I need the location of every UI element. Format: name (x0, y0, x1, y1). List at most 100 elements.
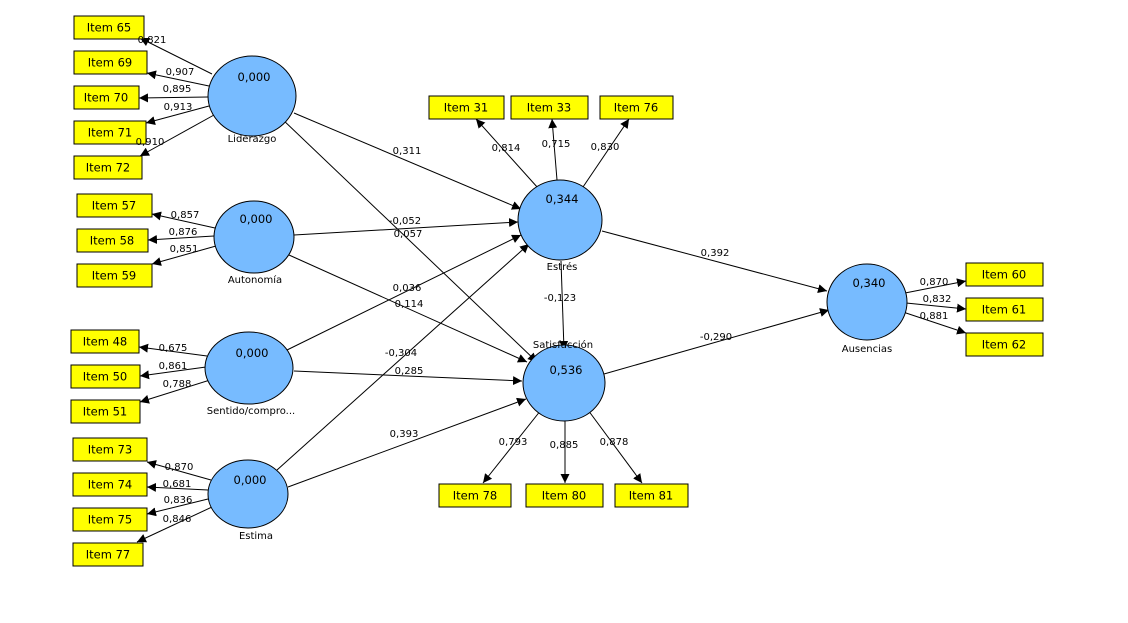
construct-autonomia-value: 0,000 (240, 212, 273, 226)
indicator-item57[interactable]: Item 57 (76, 193, 153, 218)
indicator-item71[interactable]: Item 71 (73, 120, 147, 145)
indicator-item50[interactable]: Item 50 (70, 364, 141, 389)
loading-arrow-item69 (146, 70, 210, 87)
indicator-item62-label: Item 62 (982, 338, 1026, 352)
indicator-item33[interactable]: Item 33 (510, 95, 589, 120)
path-sentido-estres[interactable] (286, 234, 522, 351)
construct-sentido-name: Sentido/compro... (207, 406, 295, 417)
indicator-item33-label: Item 33 (527, 101, 571, 115)
loading-arrow-item76 (582, 118, 630, 188)
loading-item57: 0,857 (171, 210, 200, 221)
loading-arrow-item57 (151, 211, 216, 229)
construct-sentido[interactable]: 0,000 Sentido/compro... (204, 331, 295, 417)
construct-estima-circle[interactable] (207, 459, 289, 529)
indicator-item65[interactable]: Item 65 (73, 15, 145, 40)
indicator-item62[interactable]: Item 62 (965, 332, 1044, 357)
loading-item48: 0,675 (159, 343, 188, 354)
construct-estres-value: 0,344 (546, 192, 579, 206)
indicator-item69[interactable]: Item 69 (73, 50, 148, 75)
construct-ausencias[interactable]: 0,340 Ausencias (826, 263, 908, 355)
path-liderazgo-satisfaccion[interactable] (280, 117, 538, 363)
construct-satisfaccion[interactable]: Satisfacción 0,536 (522, 339, 606, 422)
loading-item76: 0,830 (591, 142, 620, 153)
indicator-item48-label: Item 48 (83, 335, 127, 349)
indicator-item76[interactable]: Item 76 (599, 95, 674, 120)
loading-item58: 0,876 (169, 227, 198, 238)
loading-arrow-item78 (482, 409, 542, 484)
indicator-item78-label: Item 78 (453, 489, 497, 503)
construct-estima[interactable]: 0,000 Estima (207, 459, 289, 542)
indicator-item78[interactable]: Item 78 (438, 483, 512, 508)
construct-ausencias-value: 0,340 (853, 276, 886, 290)
coef-estres-ausencias: 0,392 (701, 248, 730, 259)
construct-autonomia-circle[interactable] (213, 200, 295, 274)
loading-item59: 0,851 (170, 244, 199, 255)
loading-item61: 0,832 (923, 294, 952, 305)
construct-liderazgo[interactable]: 0,000 Liderazgo (207, 55, 297, 145)
construct-estima-name: Estima (239, 531, 273, 542)
indicator-item75-label: Item 75 (88, 513, 132, 527)
path-satisfaccion-ausencias[interactable] (603, 308, 830, 375)
indicator-item75[interactable]: Item 75 (72, 507, 148, 532)
loading-item81: 0,878 (600, 437, 629, 448)
indicator-item51[interactable]: Item 51 (70, 399, 141, 424)
path-estima-estres[interactable] (276, 243, 530, 471)
indicator-item60[interactable]: Item 60 (965, 262, 1044, 287)
construct-satisfaccion-circle[interactable] (522, 344, 606, 422)
indicator-item77[interactable]: Item 77 (72, 542, 144, 567)
loading-arrow-item31 (475, 118, 539, 189)
indicator-item73[interactable]: Item 73 (72, 437, 148, 462)
construct-liderazgo-circle[interactable] (207, 55, 297, 137)
indicator-item69-label: Item 69 (88, 56, 132, 70)
coef-autonomia-estres: -0,052 (389, 216, 421, 227)
indicator-item71-label: Item 71 (88, 126, 132, 140)
indicator-item31[interactable]: Item 31 (428, 95, 505, 120)
loading-item33: 0,715 (542, 139, 571, 150)
indicator-item59[interactable]: Item 59 (76, 263, 153, 288)
loading-arrow-item62 (902, 311, 967, 335)
indicator-item74[interactable]: Item 74 (72, 472, 148, 497)
loading-arrow-item72 (139, 114, 215, 157)
path-estres-ausencias[interactable] (601, 230, 828, 294)
loading-item69: 0,907 (166, 67, 195, 78)
construct-estres-name: Estrés (547, 261, 578, 273)
path-sentido-satisfaccion[interactable] (293, 370, 523, 386)
indicator-item70[interactable]: Item 70 (73, 85, 140, 110)
indicator-item51-label: Item 51 (83, 405, 127, 419)
indicator-item81[interactable]: Item 81 (614, 483, 689, 508)
coef-estres-satisfaccion: -0,123 (544, 293, 576, 304)
loading-arrow-item61 (905, 302, 967, 313)
indicator-item58-label: Item 58 (90, 234, 134, 248)
loading-arrow-item51 (139, 379, 211, 404)
indicator-item81-label: Item 81 (629, 489, 673, 503)
path-autonomia-satisfaccion[interactable] (288, 254, 528, 363)
path-autonomia-estres[interactable] (293, 218, 519, 236)
construct-estres[interactable]: 0,344 Estrés (517, 179, 603, 273)
construct-estres-circle[interactable] (517, 179, 603, 261)
construct-autonomia[interactable]: 0,000 Autonomía (213, 200, 295, 286)
path-liderazgo-estres[interactable] (293, 112, 522, 210)
construct-estima-value: 0,000 (234, 473, 267, 487)
structural-paths (276, 112, 830, 488)
construct-ausencias-circle[interactable] (826, 263, 908, 341)
indicator-item61[interactable]: Item 61 (965, 297, 1044, 322)
indicator-item31-label: Item 31 (444, 101, 488, 115)
loading-item75: 0,836 (164, 495, 193, 506)
coef-liderazgo-satisfaccion: 0,057 (394, 229, 423, 240)
indicator-item80[interactable]: Item 80 (525, 483, 604, 508)
indicator-item48[interactable]: Item 48 (70, 329, 140, 354)
loading-arrow-item70 (138, 93, 209, 103)
loading-arrow-item58 (147, 234, 215, 244)
loading-item73: 0,870 (165, 462, 194, 473)
loading-arrow-item71 (145, 105, 210, 125)
loading-item60: 0,870 (920, 277, 949, 288)
construct-sentido-circle[interactable] (204, 331, 294, 405)
indicator-item72[interactable]: Item 72 (73, 155, 143, 180)
loading-item62: 0,881 (920, 311, 949, 322)
path-estima-satisfaccion[interactable] (287, 397, 527, 488)
path-estres-satisfaccion[interactable] (559, 260, 569, 351)
indicator-item58[interactable]: Item 58 (76, 228, 149, 253)
construct-ausencias-name: Ausencias (842, 344, 893, 355)
